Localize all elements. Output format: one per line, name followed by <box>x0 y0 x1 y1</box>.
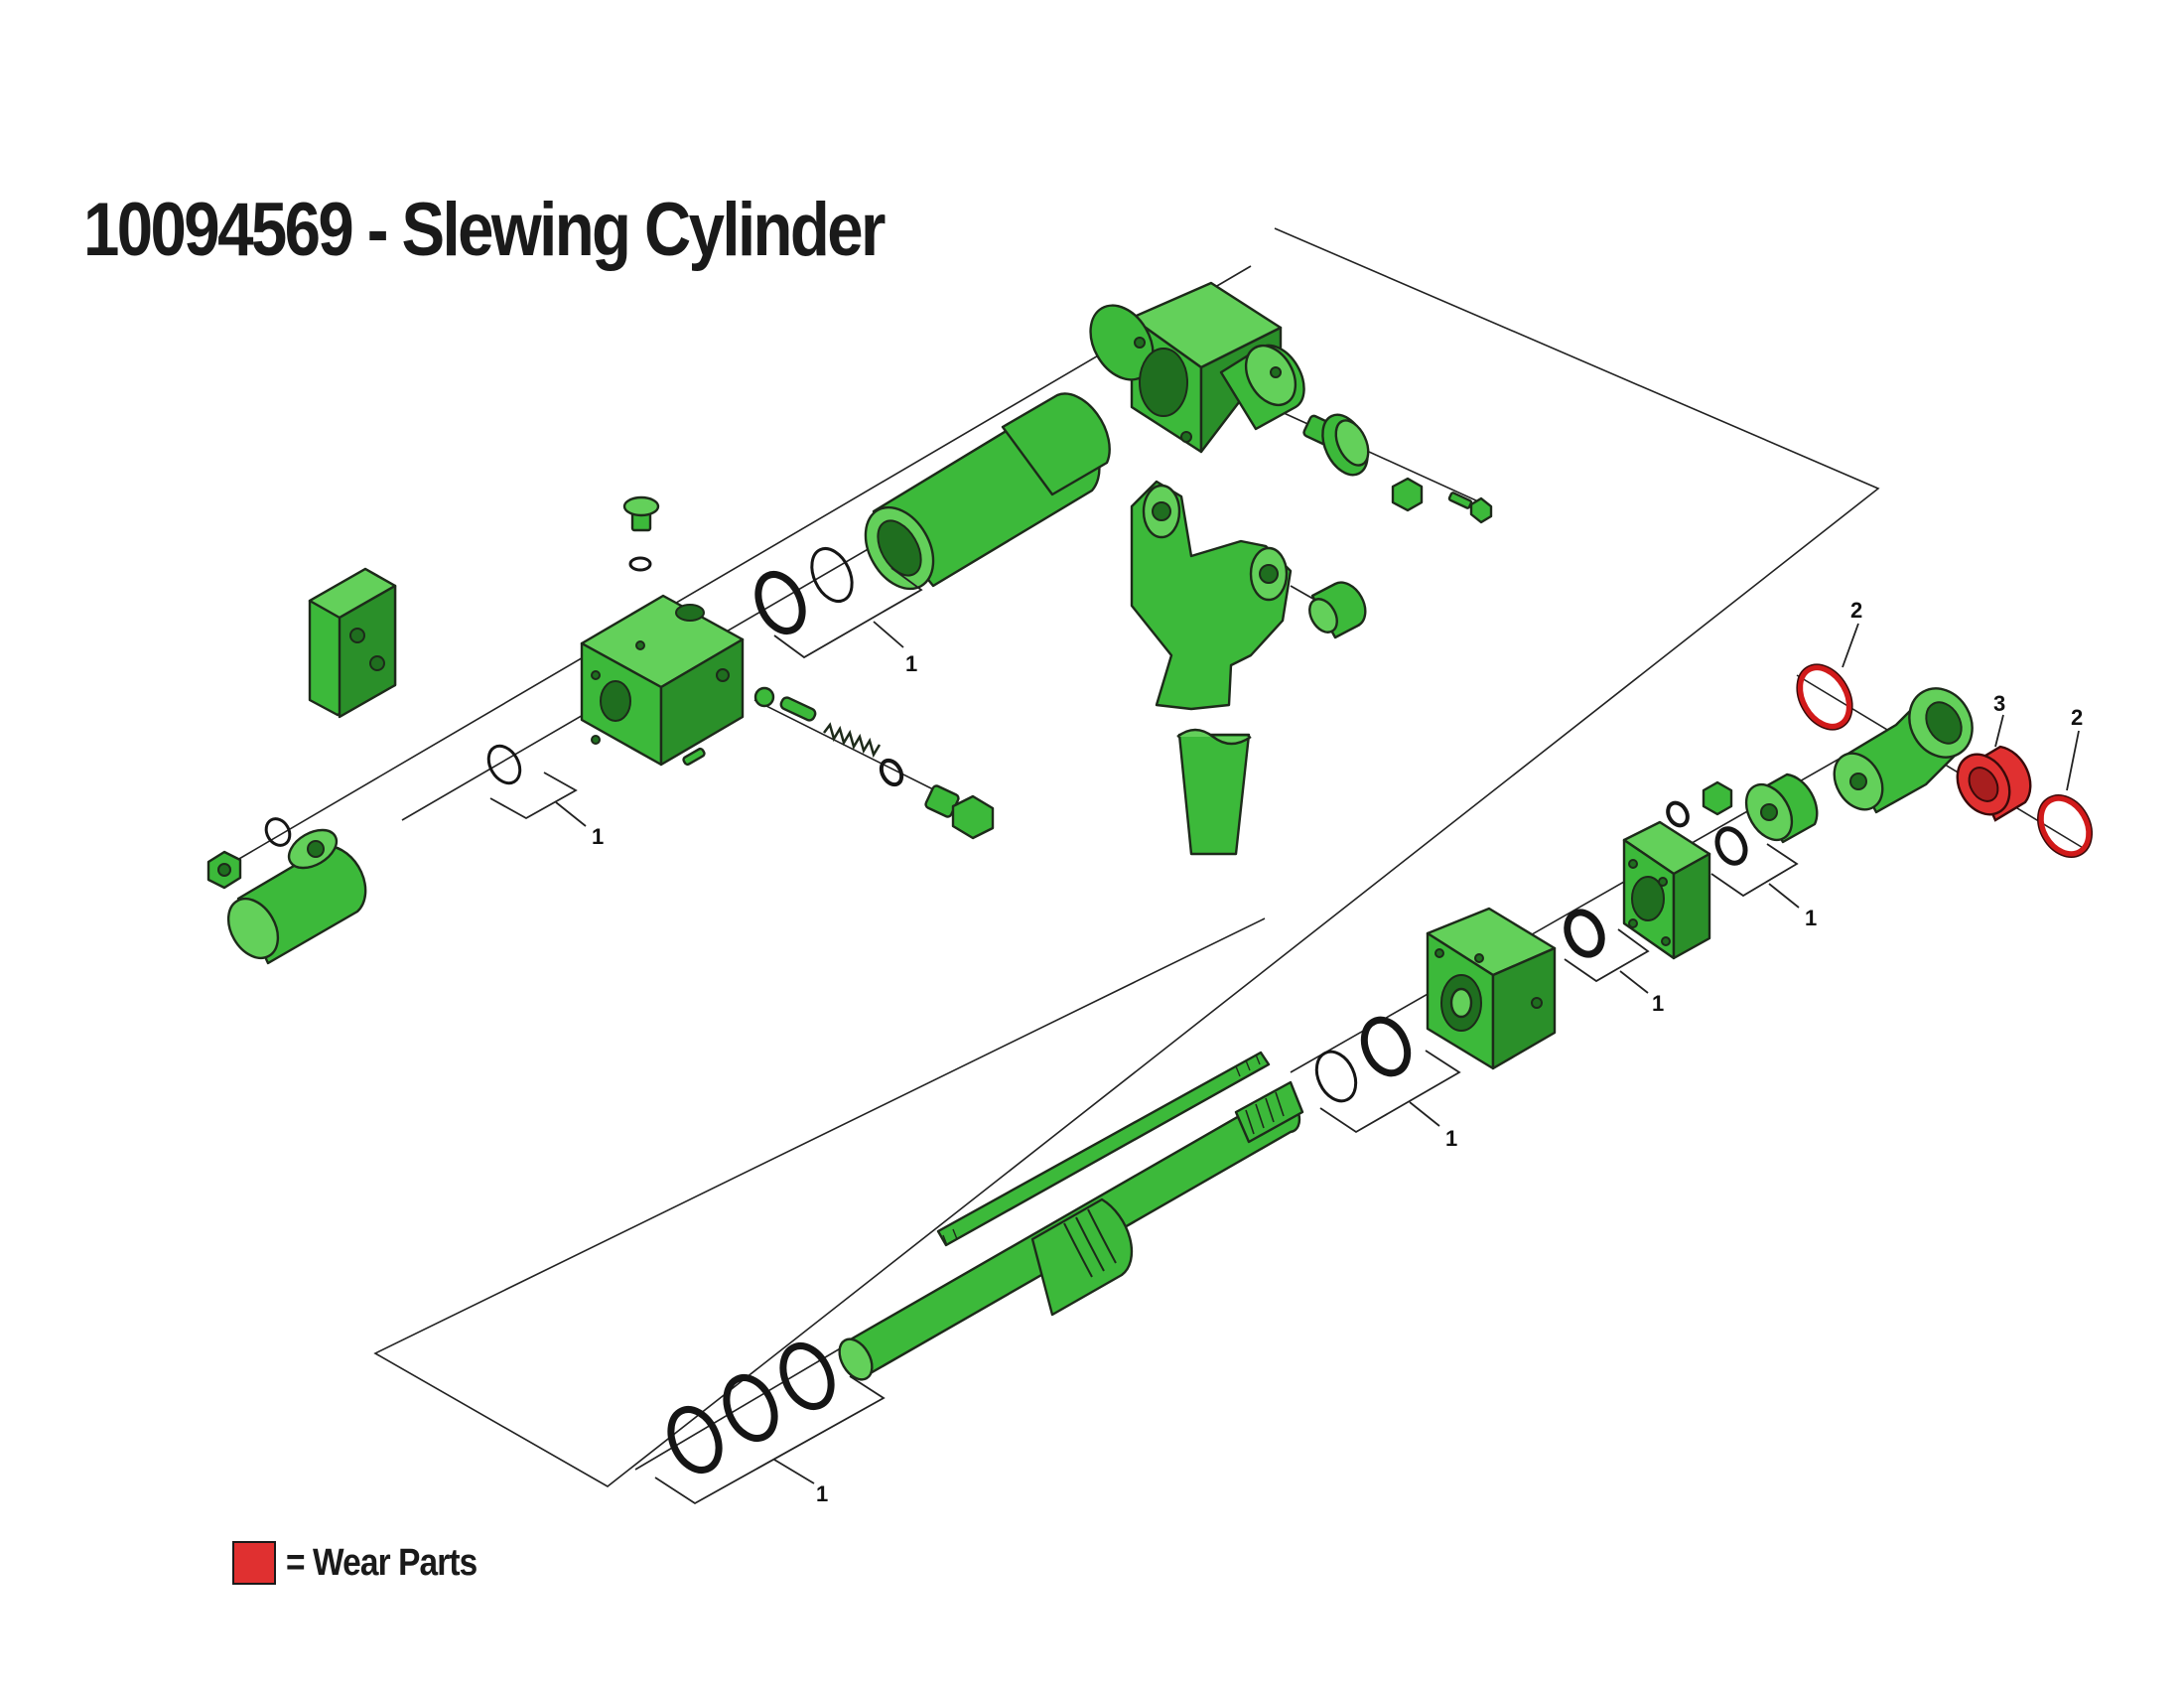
legend: = Wear Parts <box>232 1541 503 1585</box>
hex-nut-part <box>206 850 242 890</box>
seal-kit-bracket <box>1564 928 1650 983</box>
seal-kit-bracket <box>654 1375 886 1505</box>
head-block-part <box>1089 281 1305 454</box>
valve-block-part <box>580 594 745 767</box>
pin-part <box>682 747 706 767</box>
spring-part <box>823 722 882 759</box>
page-title: 10094569 - Slewing Cylinder <box>83 188 886 272</box>
hex-nut-part <box>1702 780 1733 816</box>
ball-part <box>753 686 775 708</box>
bearing-wear-part <box>1956 745 2032 822</box>
callout-seal-kit: 1 <box>816 1481 828 1506</box>
callout-circlip: 2 <box>1850 598 1862 623</box>
callout-seal-kit: 1 <box>1445 1126 1457 1151</box>
o-ring-part <box>754 571 806 634</box>
washer-part <box>628 556 652 572</box>
circlip-wear-part <box>2037 794 2093 858</box>
o-ring-part <box>1314 1050 1358 1103</box>
rod-eye-part <box>1833 687 1974 814</box>
end-cap-part <box>226 567 397 965</box>
o-ring-part <box>1360 1016 1412 1077</box>
clevis-yoke-part <box>1130 480 1293 856</box>
callout-seal-kit: 1 <box>1652 991 1664 1016</box>
seal-kit-bracket <box>773 567 923 659</box>
o-ring-part <box>667 1406 723 1474</box>
rod-end-block-part <box>1426 907 1557 1070</box>
o-ring-part <box>779 1342 835 1410</box>
callout-circlip: 2 <box>2071 705 2083 730</box>
legend-label: = Wear Parts <box>286 1541 478 1584</box>
hex-fitting-part <box>1391 477 1424 512</box>
callout-bearing: 3 <box>1993 691 2005 716</box>
washer-part <box>264 817 292 847</box>
check-valve-part <box>1302 413 1370 477</box>
cylinder-tube-part <box>864 392 1111 591</box>
o-ring-part <box>486 744 522 785</box>
gland-plate-part <box>1622 820 1711 960</box>
callout-seal-kit: 1 <box>905 651 917 676</box>
assembly-frame <box>373 227 1880 1487</box>
axis-line-upper <box>219 265 1252 871</box>
relief-plug-part <box>924 784 995 840</box>
seal-kit-bracket <box>489 772 578 820</box>
circlip-wear-part <box>1796 663 1853 731</box>
callout-seal-kit: 1 <box>1805 906 1817 930</box>
bolt-part <box>1447 492 1493 524</box>
seal-kit-bracket <box>1319 1050 1461 1134</box>
o-ring-part <box>810 547 854 603</box>
bushing-part <box>1308 581 1367 639</box>
piston-rod-part <box>838 1080 1304 1381</box>
o-ring-part <box>723 1374 778 1442</box>
wear-parts-swatch <box>232 1541 276 1585</box>
o-ring-part <box>1714 826 1748 866</box>
washer-part <box>1666 800 1690 828</box>
plug-screw-part <box>622 495 660 532</box>
o-ring-part <box>879 758 904 787</box>
tie-rod-part <box>936 1051 1271 1247</box>
axis-line-spring <box>753 699 944 795</box>
o-ring-part <box>1564 909 1605 958</box>
callout-seal-kit: 1 <box>592 824 604 849</box>
spacer-part <box>1744 773 1819 844</box>
axis-line-fitting <box>1270 406 1490 507</box>
poppet-part <box>779 696 817 722</box>
seal-kit-bracket <box>1710 843 1799 898</box>
